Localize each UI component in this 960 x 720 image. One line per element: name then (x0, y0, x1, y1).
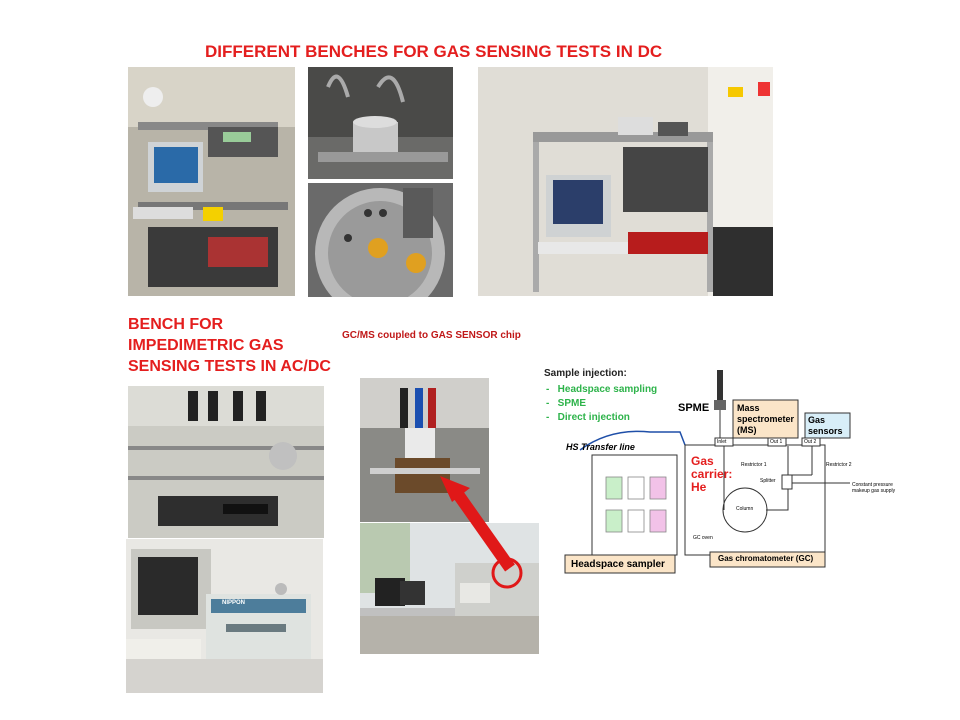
out2-label: Out 2 (804, 439, 817, 445)
makeup-gas-line-1: Constant pressure (852, 482, 893, 488)
ac-dc-bench-title: BENCH FOR IMPEDIMETRIC GAS SENSING TESTS… (128, 314, 331, 377)
gc-oven-label: GC oven (693, 535, 713, 541)
ac-dc-bench-photo-2: NIPPON (126, 539, 323, 693)
dc-bench-photo-2 (308, 67, 453, 179)
ac-dc-bench-photo-1 (128, 386, 324, 538)
gas-sensors-label: Gas sensors (808, 415, 843, 437)
ms-label-line-2: spectrometer (737, 414, 795, 424)
method-spme-label: SPME (557, 398, 587, 409)
makeup-gas-line-2: makeup gas supply (852, 488, 896, 494)
ms-label-line-1: Mass (737, 403, 760, 413)
out1-label: Out 1 (770, 439, 783, 445)
restrictor2-label: Restrictor 2 (826, 462, 852, 468)
headspace-sampler-label: Headspace sampler (571, 559, 665, 570)
spme-label: SPME (678, 402, 710, 414)
gas-carrier-label: Gas carrier: He (691, 455, 732, 494)
ms-label-line-3: (MS) (737, 425, 757, 435)
page-title: DIFFERENT BENCHES FOR GAS SENSING TESTS … (205, 42, 663, 61)
ac-dc-title-line-2: IMPEDIMETRIC GAS (128, 337, 284, 354)
column-label: Column (736, 506, 754, 512)
gas-chromatometer-label: Gas chromatometer (GC) (718, 554, 814, 563)
splitter-label: Splitter (760, 478, 776, 484)
gas-carrier-line-3: He (691, 480, 707, 494)
makeup-gas-label: Constant pressure makeup gas supply (852, 482, 895, 494)
method-direct: - Direct injection (546, 412, 630, 423)
gas-carrier-line-2: carrier: (691, 467, 733, 481)
dc-bench-photo-1 (128, 67, 295, 296)
sample-injection-title: Sample injection: (544, 368, 627, 379)
method-direct-label: Direct injection (557, 412, 630, 423)
dc-bench-photo-3 (478, 67, 773, 296)
ac-dc-title-line-1: BENCH FOR (128, 316, 224, 333)
gas-carrier-line-1: Gas (691, 454, 714, 468)
method-spme: - SPME (546, 398, 587, 409)
gas-sensors-line-1: Gas (808, 415, 826, 425)
gc-sensor-chip-photo (360, 378, 489, 522)
method-headspace-label: Headspace sampling (557, 384, 658, 395)
injection-methods: - Headspace sampling - SPME - Direct inj… (546, 383, 657, 425)
method-headspace: - Headspace sampling (546, 384, 658, 395)
gcms-lab-photo (360, 523, 539, 654)
gc-diagram (564, 370, 851, 574)
ac-dc-title-line-3: SENSING TESTS IN AC/DC (128, 358, 331, 375)
gas-sensors-line-2: sensors (808, 426, 843, 436)
inlet-label: Inlet (717, 439, 727, 445)
gcms-caption: GC/MS coupled to GAS SENSOR chip (342, 330, 521, 341)
sensor-chamber-photo (308, 183, 453, 297)
highlight-arrow (440, 476, 523, 589)
ms-label: Mass spectrometer (MS) (737, 403, 794, 436)
instrument-brand: NIPPON (222, 600, 246, 606)
restrictor1-label: Restrictor 1 (741, 462, 767, 468)
hs-transfer-line-label: HS Transfer line (566, 442, 635, 452)
